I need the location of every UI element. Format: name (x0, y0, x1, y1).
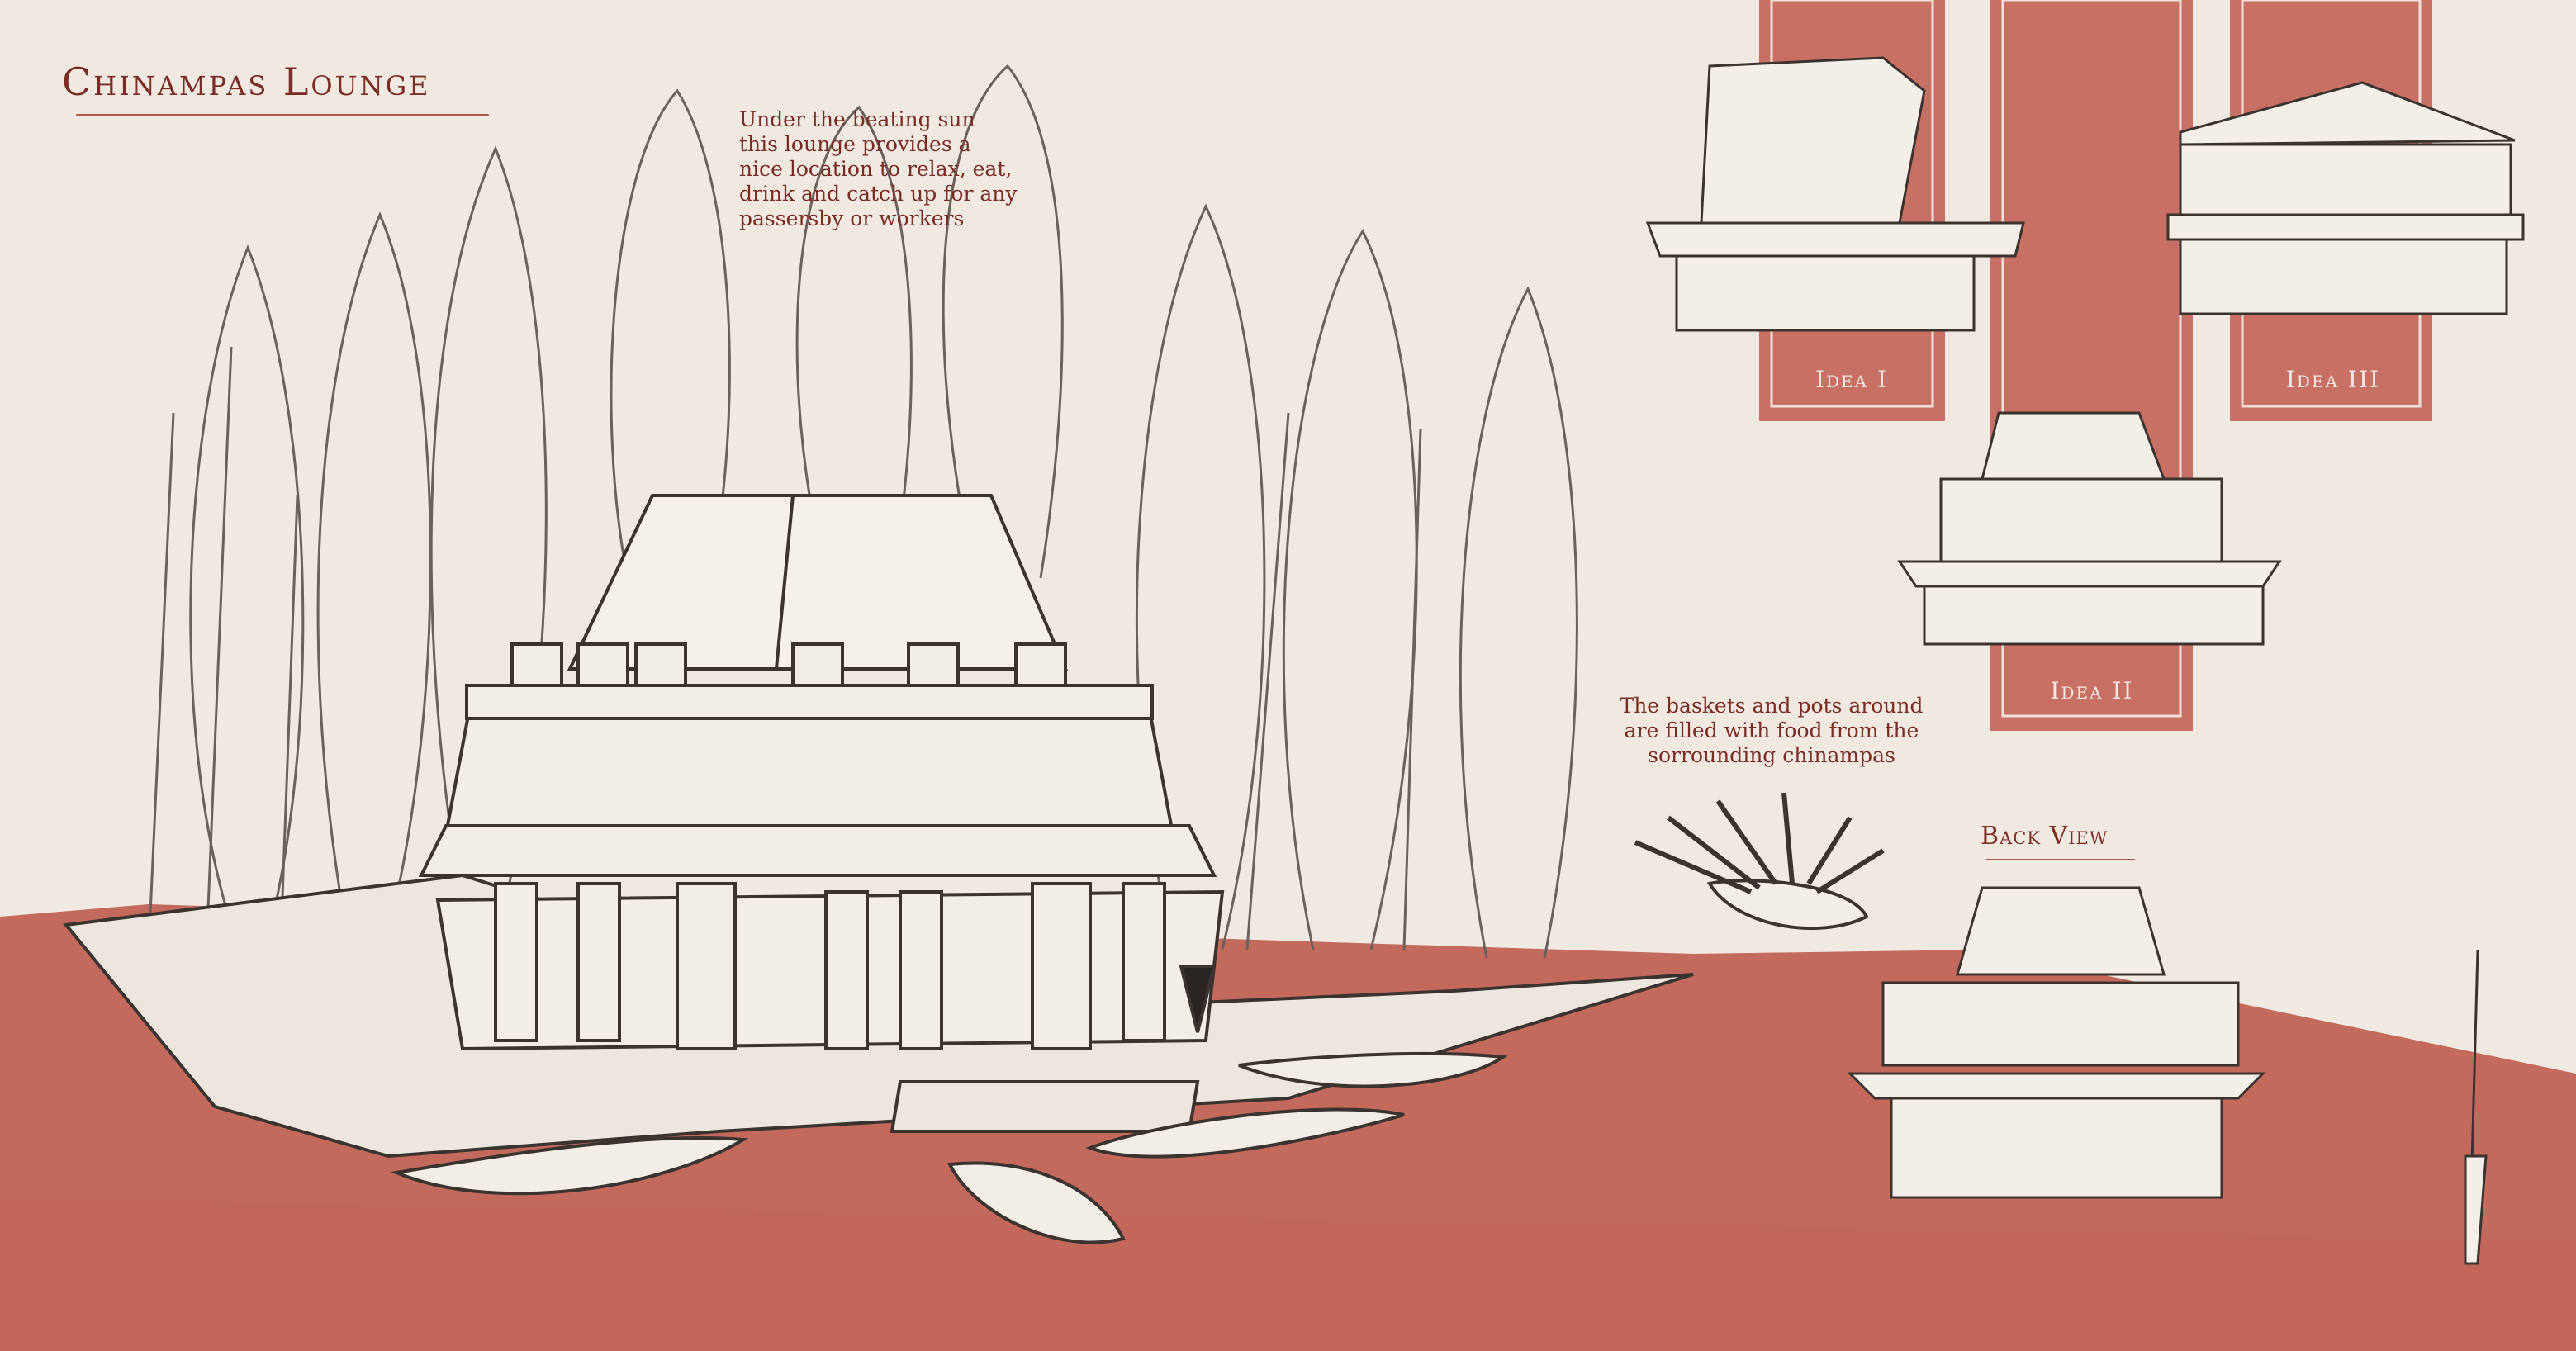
title-underline (76, 114, 489, 116)
idea-3-label: Idea III (2285, 366, 2381, 393)
baskets-description: The baskets and pots around are filled w… (1620, 694, 1924, 767)
back-view-underline (1986, 859, 2135, 860)
water-shade (0, 1197, 2576, 1351)
lounge-description: Under the beating sun this lounge provid… (739, 107, 1018, 230)
food-basket-sketch (1634, 792, 1885, 931)
idea-2-label: Idea II (2050, 677, 2134, 704)
main-lounge-sketch (63, 494, 1694, 1244)
idea-3-sketch (2166, 81, 2525, 315)
idea-1-label: Idea I (1815, 366, 1889, 393)
idea-1-sketch (1645, 56, 2025, 332)
page-title: Chinampas Lounge (62, 59, 431, 104)
back-view-label: Back View (1981, 822, 2109, 851)
back-view-sketch (1847, 886, 2488, 1265)
idea-2-sketch (1897, 411, 2282, 646)
